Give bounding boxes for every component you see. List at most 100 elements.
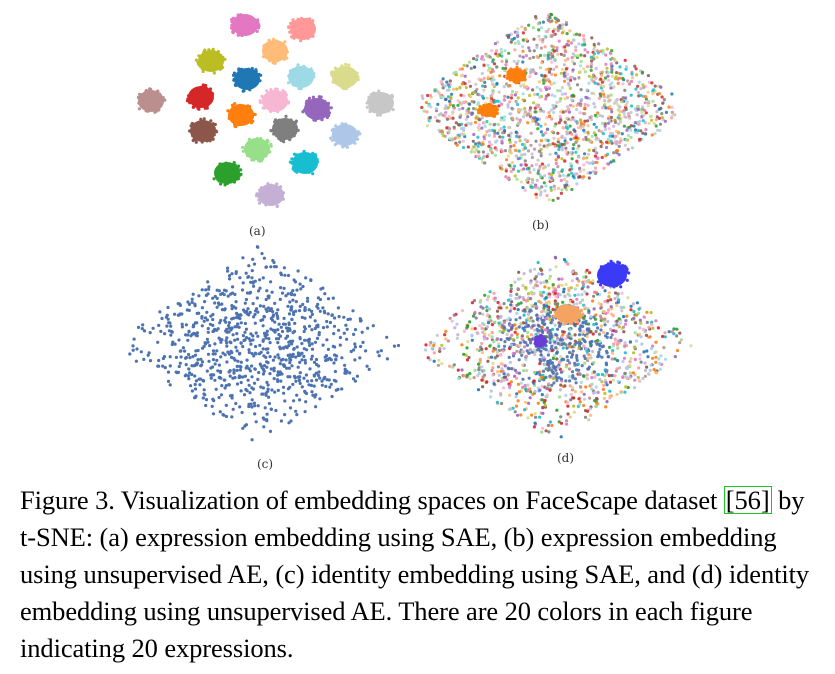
scatter-point xyxy=(646,355,650,359)
scatter-point xyxy=(277,356,281,360)
scatter-point xyxy=(214,387,218,391)
scatter-point xyxy=(557,395,562,399)
citation-link[interactable]: [56] xyxy=(723,485,772,515)
scatter-point xyxy=(493,153,497,157)
scatter-point xyxy=(348,371,352,375)
cluster-1 xyxy=(230,13,261,38)
scatter-point xyxy=(596,111,600,115)
scatter-point xyxy=(589,340,593,344)
scatter-point xyxy=(592,322,596,327)
scatter-point xyxy=(518,139,522,143)
cluster-8 xyxy=(286,63,316,91)
scatter-point xyxy=(552,57,556,62)
scatter-point xyxy=(251,257,255,261)
scatter-point xyxy=(588,271,592,275)
scatter-point xyxy=(565,116,569,120)
scatter-point xyxy=(583,290,587,294)
scatter-point xyxy=(233,358,237,362)
scatter-point xyxy=(585,292,589,296)
scatter-point xyxy=(621,359,625,364)
scatter-point xyxy=(634,339,639,343)
scatter-point xyxy=(638,326,642,330)
scatter-point xyxy=(282,286,286,290)
scatter-point xyxy=(619,390,623,394)
scatter-point xyxy=(296,375,300,379)
scatter-point xyxy=(580,97,584,101)
scatter-point xyxy=(274,408,278,413)
scatter-point xyxy=(433,115,438,119)
scatter-point xyxy=(542,181,546,185)
scatter-point xyxy=(643,330,647,334)
scatter-point xyxy=(314,371,318,375)
scatter-point xyxy=(579,53,583,57)
scatter-point xyxy=(555,65,559,69)
scatter-point xyxy=(629,128,633,132)
scatter-point xyxy=(557,277,561,281)
scatter-point xyxy=(596,326,600,330)
scatter-point xyxy=(302,325,307,329)
scatter-point xyxy=(497,373,501,377)
scatter-point xyxy=(351,309,355,313)
scatter-point xyxy=(531,319,535,323)
scatter-point xyxy=(495,81,499,86)
scatter-point xyxy=(337,328,341,332)
scatter-point xyxy=(225,327,229,331)
cluster-10 xyxy=(226,102,257,129)
scatter-point xyxy=(474,142,478,146)
scatter-point xyxy=(577,76,581,80)
scatter-point xyxy=(563,139,567,143)
scatter-point xyxy=(511,116,515,120)
scatter-point xyxy=(483,293,487,297)
scatter-point xyxy=(470,327,474,331)
scatter-point xyxy=(559,377,563,381)
scatter-point xyxy=(296,351,300,355)
scatter-point xyxy=(652,367,656,372)
scatter-point xyxy=(560,92,565,96)
scatter-point xyxy=(184,356,188,360)
scatter-point xyxy=(653,103,657,108)
scatter-point xyxy=(615,323,619,327)
scatter-point xyxy=(534,120,538,124)
scatter-point xyxy=(629,135,633,140)
scatter-point xyxy=(599,49,603,53)
scatter-point xyxy=(509,293,513,297)
scatter-point xyxy=(456,368,460,372)
scatter-point xyxy=(262,314,266,319)
scatter-point xyxy=(318,309,322,313)
scatter-point xyxy=(553,340,557,344)
scatter-point xyxy=(475,54,479,58)
scatter-point xyxy=(577,42,581,46)
scatter-point xyxy=(200,306,204,310)
scatter-point xyxy=(578,118,583,122)
scatter-point xyxy=(581,298,585,302)
scatter-point xyxy=(585,377,589,381)
scatter-point xyxy=(246,307,250,311)
scatter-point xyxy=(438,349,442,353)
scatter-point xyxy=(312,373,316,377)
scatter-point xyxy=(651,326,655,330)
scatter-point xyxy=(597,96,601,100)
scatter-point xyxy=(538,66,543,70)
scatter-point xyxy=(523,408,527,412)
scatter-point xyxy=(602,330,606,335)
scatter-point xyxy=(646,372,651,376)
scatter-point xyxy=(587,161,592,165)
scatter-point xyxy=(466,145,470,149)
scatter-point xyxy=(628,116,632,120)
scatter-point xyxy=(610,70,614,74)
scatter-point xyxy=(515,102,520,107)
scatter-point xyxy=(487,140,492,144)
scatter-point xyxy=(585,280,589,284)
scatter-point xyxy=(498,135,502,139)
scatter-point xyxy=(505,332,509,336)
scatter-point xyxy=(609,160,613,164)
scatter-point xyxy=(525,354,529,358)
scatter-point xyxy=(564,125,569,129)
scatter-point xyxy=(157,364,161,368)
scatter-point xyxy=(308,367,312,371)
scatter-point xyxy=(460,82,464,86)
scatter-point xyxy=(443,333,447,337)
scatter-point xyxy=(604,361,608,365)
scatter-point xyxy=(609,335,613,340)
scatter-point xyxy=(563,159,567,163)
